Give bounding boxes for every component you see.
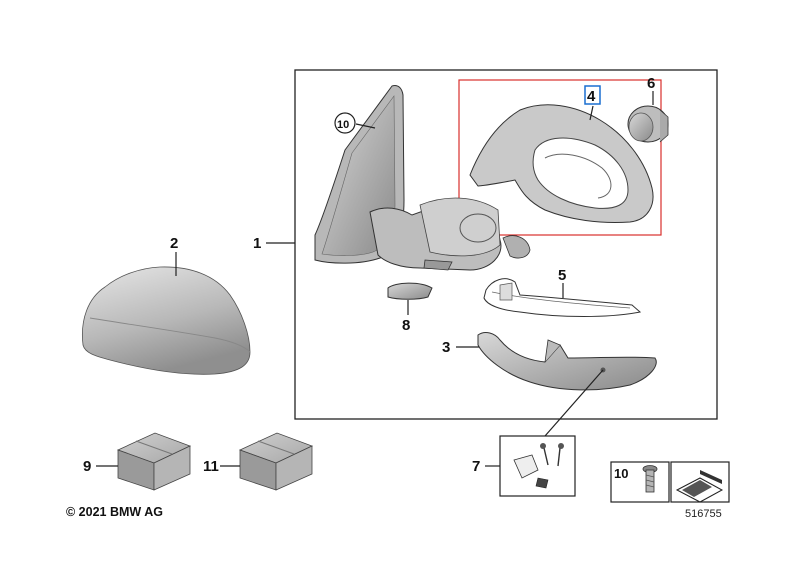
callout-10[interactable]: 10	[337, 119, 349, 131]
screw-kit-part[interactable]	[513, 443, 564, 489]
mirror-frame-part[interactable]	[469, 104, 654, 223]
turn-signal-part[interactable]	[483, 278, 642, 317]
callout-4[interactable]: 4	[587, 88, 596, 105]
copyright-text: © 2021 BMW AG	[66, 505, 163, 519]
leader-10	[355, 123, 376, 129]
callout-5[interactable]: 5	[558, 267, 566, 284]
callout-7[interactable]: 7	[472, 458, 480, 475]
assembly-frame	[294, 69, 718, 420]
selection-highlight-box[interactable]	[458, 79, 662, 236]
mirror-base-bracket[interactable]	[369, 197, 531, 271]
callout-6[interactable]: 6	[647, 75, 655, 92]
diagram-number: 516755	[685, 508, 722, 520]
leader-4	[589, 105, 594, 121]
mirror-motor-part[interactable]	[627, 105, 669, 143]
key-panel-screw[interactable]	[610, 461, 670, 503]
parts-box-11[interactable]	[238, 432, 314, 491]
callout-3[interactable]: 3	[442, 339, 450, 356]
callout-11[interactable]: 11	[203, 458, 219, 475]
tool-symbol-icon	[675, 470, 724, 503]
callout-8[interactable]: 8	[402, 317, 410, 334]
callout-9[interactable]: 9	[83, 458, 91, 475]
callout-4-selected-box	[584, 85, 601, 105]
callout-2[interactable]: 2	[170, 235, 178, 252]
clip-part[interactable]	[387, 282, 433, 300]
mirror-cap-part[interactable]	[82, 266, 251, 375]
key-callout-10: 10	[614, 466, 628, 481]
callout-10-circle	[334, 112, 356, 134]
leader-3-to-7	[544, 369, 604, 437]
parts-box-9[interactable]	[116, 432, 192, 491]
screw-icon	[642, 465, 658, 493]
callout-1[interactable]: 1	[253, 235, 261, 252]
bottom-trim-part[interactable]	[477, 332, 657, 391]
